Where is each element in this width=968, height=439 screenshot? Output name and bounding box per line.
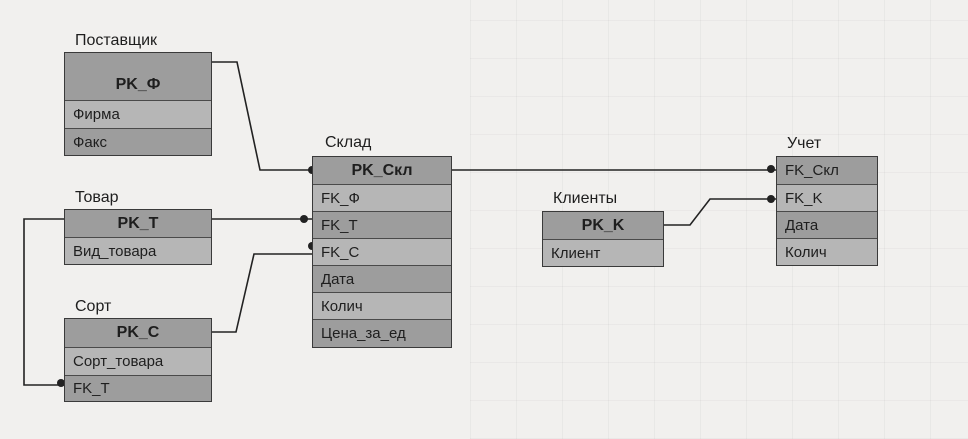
field: FK_K	[777, 185, 877, 212]
rel-klienty-uchet	[664, 198, 776, 226]
entity-tovar[interactable]: PK_T Вид_товара	[64, 209, 212, 265]
field: Клиент	[543, 240, 663, 266]
field: Колич	[313, 293, 451, 320]
entity-title-klienty: Клиенты	[553, 190, 618, 207]
rel-end-dot	[57, 379, 65, 387]
field: Фирма	[65, 101, 211, 129]
entity-postavshchik[interactable]: PK_Ф Фирма Факс	[64, 52, 212, 156]
field-pk: PK_K	[543, 212, 663, 240]
entity-sklad[interactable]: PK_Скл FK_Ф FK_T FK_C Дата Колич Цена_за…	[312, 156, 452, 348]
field: Сорт_товара	[65, 348, 211, 376]
rel-end-dot	[767, 195, 775, 203]
field: FK_C	[313, 239, 451, 266]
entity-sort[interactable]: PK_C Сорт_товара FK_T	[64, 318, 212, 402]
field-pk: PK_Ф	[65, 53, 211, 101]
field: FK_T	[313, 212, 451, 239]
rel-end-dot	[767, 165, 775, 173]
entity-uchet[interactable]: FK_Скл FK_K Дата Колич	[776, 156, 878, 266]
rel-postavshchik-sklad	[212, 61, 312, 171]
entity-title-uchet: Учет	[787, 135, 822, 152]
field-pk: PK_C	[65, 319, 211, 348]
field-pk: PK_Скл	[313, 157, 451, 185]
field-pk: PK_T	[65, 210, 211, 238]
field: Цена_за_ед	[313, 320, 451, 347]
field: Дата	[313, 266, 451, 293]
entity-klienty[interactable]: PK_K Клиент	[542, 211, 664, 267]
rel-end-dot	[300, 215, 308, 223]
entity-title-sort: Сорт	[75, 298, 112, 315]
field: FK_T	[65, 376, 211, 401]
entity-title-sklad: Склад	[325, 134, 372, 151]
field: Колич	[777, 239, 877, 265]
field: FK_Скл	[777, 157, 877, 185]
rel-tovar-sort	[23, 218, 64, 386]
field: Факс	[65, 129, 211, 155]
rel-sort-sklad	[212, 253, 312, 333]
entity-title-tovar: Товар	[75, 189, 119, 206]
field: FK_Ф	[313, 185, 451, 212]
field: Вид_товара	[65, 238, 211, 264]
entity-title-postavshchik: Поставщик	[75, 32, 158, 49]
field: Дата	[777, 212, 877, 239]
